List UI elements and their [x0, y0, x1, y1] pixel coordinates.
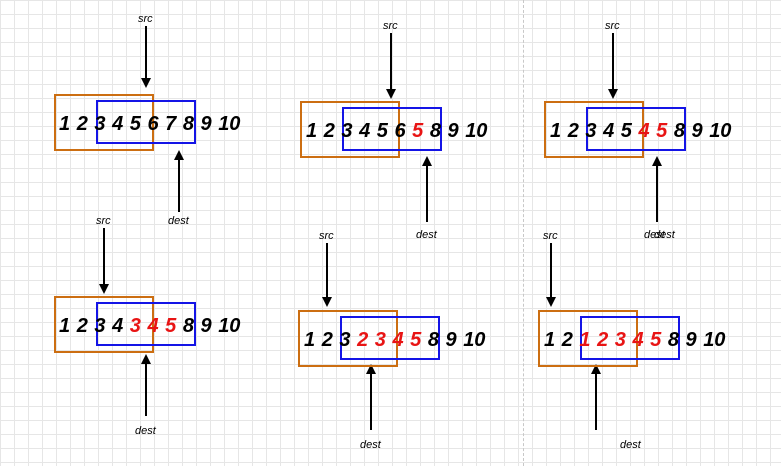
- column-divider-1: [523, 0, 524, 466]
